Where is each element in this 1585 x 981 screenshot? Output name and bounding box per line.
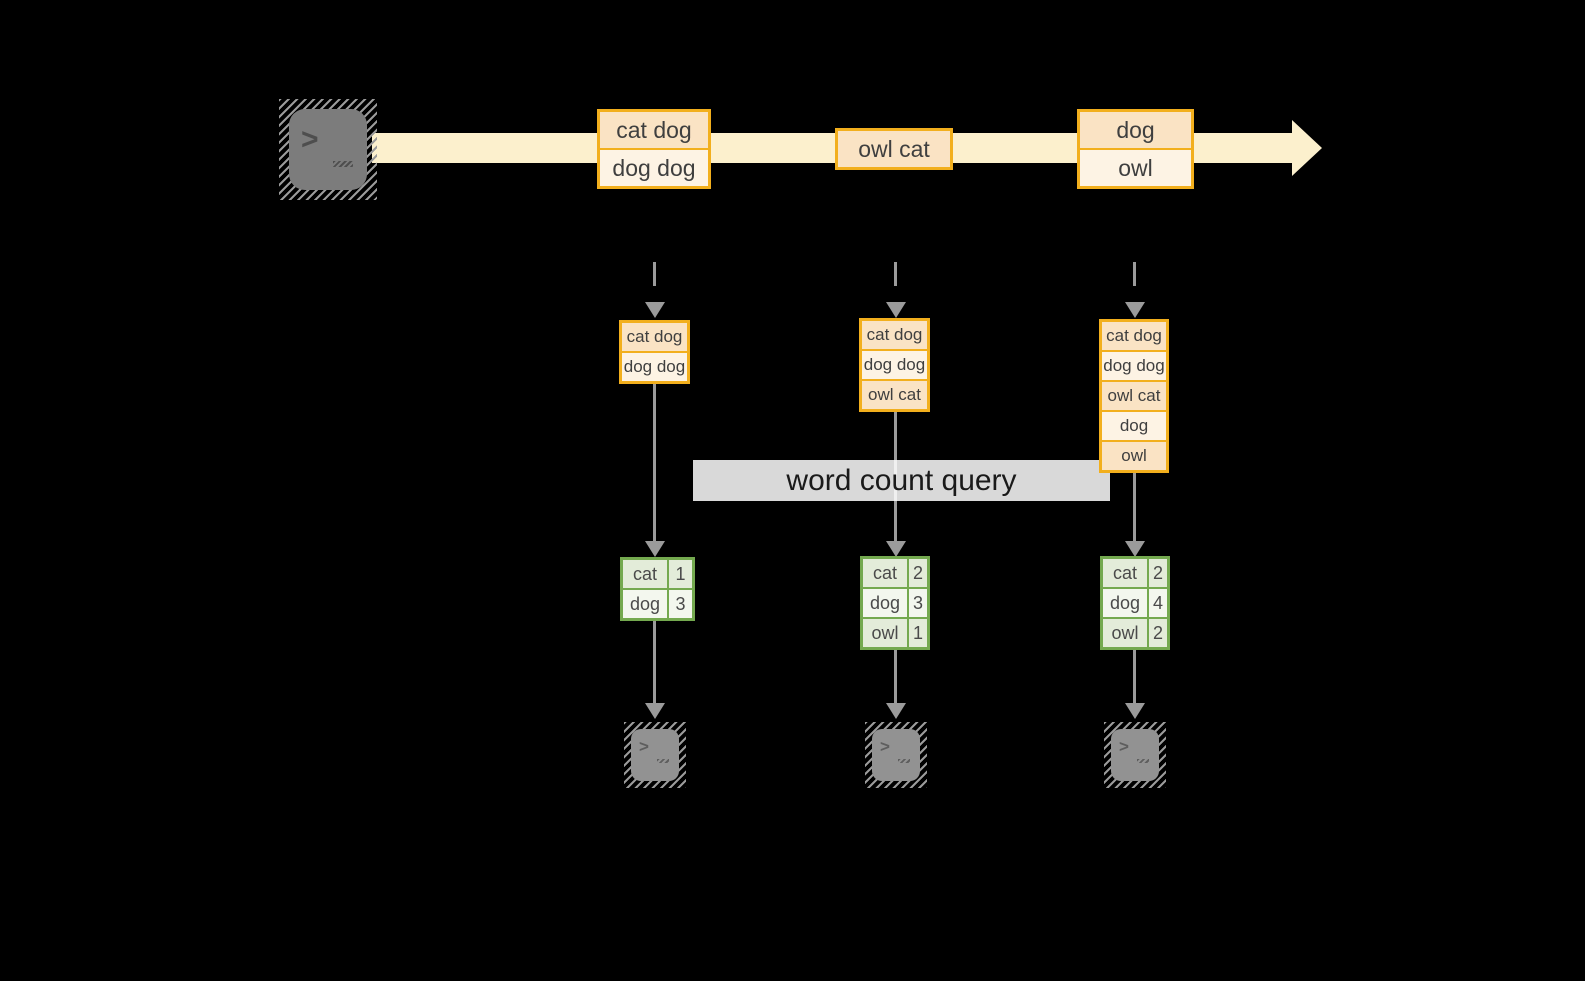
word-cell: cat — [872, 563, 897, 583]
stream-batch-3: dog owl — [1077, 109, 1194, 189]
terminal-screen: > — [631, 729, 679, 781]
ingest-arrow-dashed — [653, 262, 656, 302]
buffer-record: owl cat — [1102, 380, 1166, 410]
terminal-screen: > — [1111, 729, 1159, 781]
process-arrowhead-icon — [645, 541, 665, 557]
ingest-arrowhead-icon — [1125, 302, 1145, 318]
count-table-1: cat 1 dog 3 — [620, 557, 695, 621]
word-cell: owl — [1111, 623, 1139, 643]
count-cell: 1 — [667, 560, 692, 588]
word-cell: dog — [1109, 593, 1141, 613]
output-arrow — [1133, 650, 1136, 703]
output-arrowhead-icon — [645, 703, 665, 719]
count-table-3: cat 2 dog 4 owl 2 — [1100, 556, 1170, 650]
ingest-arrow-dashed — [1133, 262, 1136, 302]
ingest-arrowhead-icon — [645, 302, 665, 318]
prompt-cursor-icon — [898, 759, 910, 763]
buffer-record: cat dog — [622, 323, 687, 351]
prompt-cursor-icon — [333, 161, 353, 167]
prompt-cursor-icon — [1137, 759, 1149, 763]
count-row: cat 1 — [623, 560, 692, 588]
stream-record: owl — [1080, 148, 1191, 186]
input-buffer-2: cat dog dog dog owl cat — [859, 318, 930, 412]
stream-axis-arrowhead-icon — [1292, 120, 1322, 176]
word-cell: cat — [1112, 563, 1137, 583]
sink-terminal-icon: > — [865, 722, 927, 788]
count-cell: 4 — [1147, 589, 1167, 617]
buffer-record: dog dog — [862, 349, 927, 379]
count-row: owl 1 — [863, 617, 927, 647]
stream-record: dog dog — [600, 148, 708, 186]
output-arrow — [653, 621, 656, 703]
input-buffer-1: cat dog dog dog — [619, 320, 690, 384]
word-cell: owl — [871, 623, 899, 643]
count-row: dog 3 — [863, 587, 927, 617]
word-cell: dog — [869, 593, 901, 613]
prompt-chevron-icon: > — [880, 737, 890, 756]
sink-terminal-icon: > — [1104, 722, 1166, 788]
word-cell: dog — [629, 594, 661, 614]
count-row: dog 4 — [1103, 587, 1167, 617]
source-terminal-icon: > — [279, 99, 377, 200]
buffer-record: owl — [1102, 440, 1166, 470]
terminal-screen: > — [289, 109, 367, 190]
prompt-cursor-icon — [657, 759, 669, 763]
sink-terminal-icon: > — [624, 722, 686, 788]
count-cell: 2 — [907, 559, 927, 587]
count-cell: 3 — [667, 590, 692, 618]
stream-record: owl cat — [838, 131, 950, 167]
process-arrow — [1133, 473, 1136, 541]
buffer-record: dog dog — [1102, 350, 1166, 380]
stream-batch-1: cat dog dog dog — [597, 109, 711, 189]
count-cell: 3 — [907, 589, 927, 617]
count-row: dog 3 — [623, 588, 692, 618]
count-row: cat 2 — [1103, 559, 1167, 587]
stream-record: dog — [1080, 112, 1191, 148]
buffer-record: dog dog — [622, 351, 687, 381]
ingest-arrowhead-icon — [886, 302, 906, 318]
prompt-chevron-icon: > — [639, 737, 649, 756]
stream-record: cat dog — [600, 112, 708, 148]
prompt-chevron-icon: > — [301, 123, 319, 156]
process-arrowhead-icon — [886, 541, 906, 557]
count-cell: 2 — [1147, 619, 1167, 647]
count-cell: 2 — [1147, 559, 1167, 587]
count-table-2: cat 2 dog 3 owl 1 — [860, 556, 930, 650]
query-label: word count query — [693, 460, 1110, 501]
output-arrowhead-icon — [886, 703, 906, 719]
word-cell: cat — [632, 564, 657, 584]
terminal-screen: > — [872, 729, 920, 781]
count-cell: 1 — [907, 619, 927, 647]
process-arrow — [653, 384, 656, 541]
ingest-arrow-dashed — [894, 262, 897, 302]
output-arrowhead-icon — [1125, 703, 1145, 719]
input-buffer-3: cat dog dog dog owl cat dog owl — [1099, 319, 1169, 473]
buffer-record: owl cat — [862, 379, 927, 409]
buffer-record: cat dog — [1102, 322, 1166, 350]
buffer-record: dog — [1102, 410, 1166, 440]
count-row: cat 2 — [863, 559, 927, 587]
count-row: owl 2 — [1103, 617, 1167, 647]
stream-batch-2: owl cat — [835, 128, 953, 170]
process-arrowhead-icon — [1125, 541, 1145, 557]
prompt-chevron-icon: > — [1119, 737, 1129, 756]
buffer-record: cat dog — [862, 321, 927, 349]
output-arrow — [894, 650, 897, 703]
